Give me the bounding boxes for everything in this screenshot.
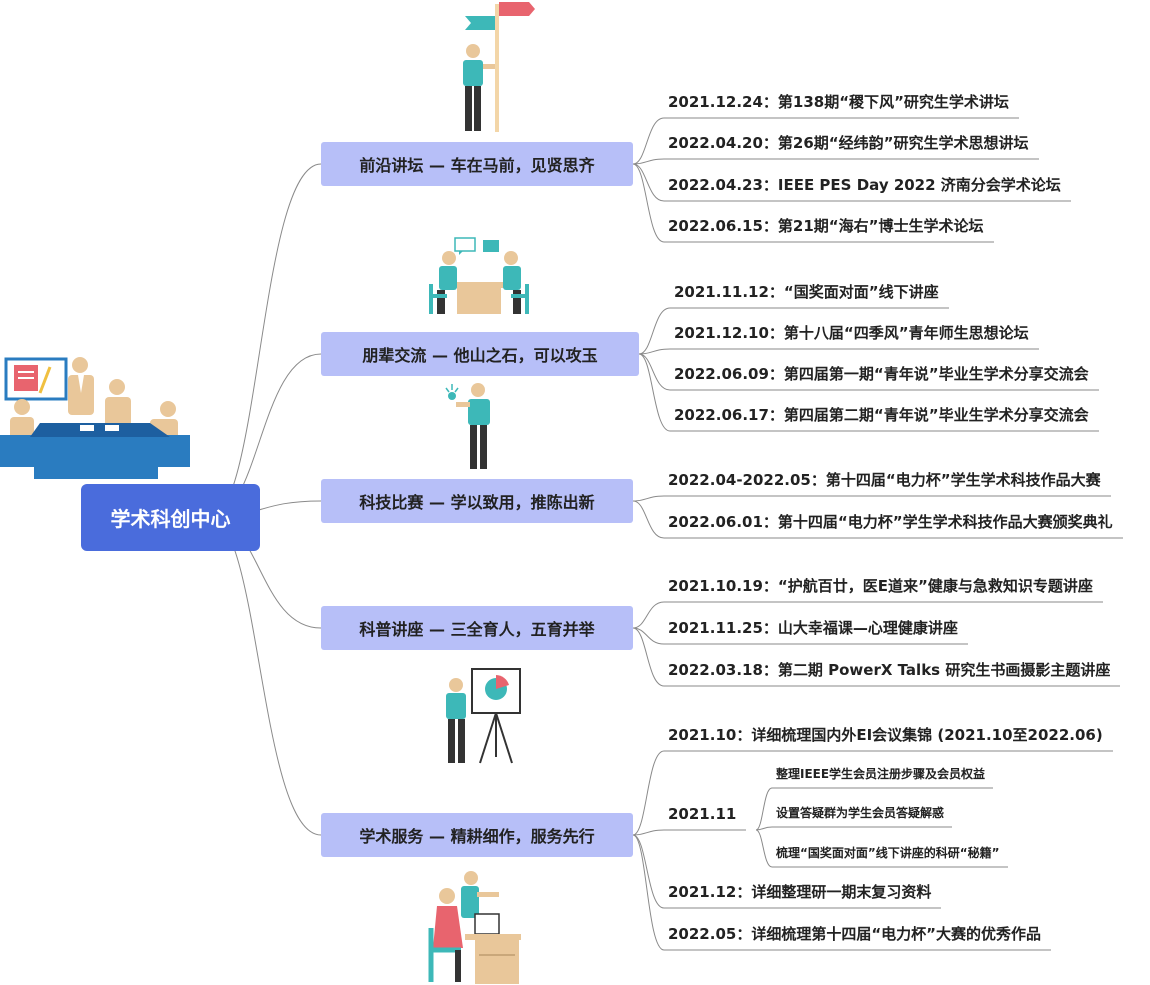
connector-curve: [632, 834, 665, 951]
leaf-item[interactable]: 2021.11: [668, 805, 737, 823]
branch-frontier-forum[interactable]: 前沿讲坛 — 车在马前，见贤思齐: [321, 142, 633, 186]
chat-illustration: [429, 237, 529, 314]
leaf-item[interactable]: 2021.10：详细梳理国内外EI会议集锦 (2021.10至2022.06): [668, 726, 1103, 744]
connector-curve: [638, 353, 671, 391]
leaf-item[interactable]: 2021.11.25：山大幸福课—心理健康讲座: [668, 619, 958, 637]
branch-tech-competition[interactable]: 科技比赛 — 学以致用，推陈出新: [321, 479, 633, 523]
leaf-item[interactable]: 2022.06.15：第21期“海右”博士生学术论坛: [668, 217, 984, 235]
leaf-item[interactable]: 2021.11.12：“国奖面对面”线下讲座: [674, 283, 939, 301]
meeting-illustration: [0, 357, 190, 479]
connector-curve: [632, 163, 665, 243]
connector-curve: [755, 787, 773, 831]
idea-person-illustration: [445, 383, 490, 469]
sub-leaf-item[interactable]: 整理IEEE学生会员注册步骤及会员权益: [776, 767, 986, 781]
presentation-illustration: [446, 668, 521, 764]
connector-curve: [638, 353, 671, 432]
connector-curve: [632, 750, 665, 836]
leaf-item[interactable]: 2022.04.23：IEEE PES Day 2022 济南分会学术论坛: [668, 176, 1061, 194]
connector-curve: [755, 829, 773, 868]
connector-curve: [632, 829, 665, 836]
connector-curve: [638, 307, 671, 355]
leaf-item[interactable]: 2021.10.19：“护航百廿，医E道来”健康与急救知识专题讲座: [668, 577, 1093, 595]
connector-curve: [632, 163, 665, 202]
connector-curve: [638, 348, 671, 355]
leaf-item[interactable]: 2022.04.20：第26期“经纬韵”研究生学术思想讲坛: [668, 134, 1029, 152]
leaf-item[interactable]: 2022.04-2022.05：第十四届“电力杯”学生学术科技作品大赛: [668, 471, 1101, 489]
connector-curve: [632, 117, 665, 165]
leaf-item[interactable]: 2022.06.01：第十四届“电力杯”学生学术科技作品大赛颁奖典礼: [668, 513, 1113, 531]
connector-curve: [209, 163, 322, 518]
connector-curve: [632, 834, 665, 909]
leaf-item[interactable]: 2021.12.10：第十八届“四季风”青年师生思想论坛: [674, 324, 1029, 342]
office-work-illustration: [428, 871, 521, 984]
branch-science-lecture[interactable]: 科普讲座 — 三全育人，五育并举: [321, 606, 633, 650]
connector-curve: [632, 495, 665, 502]
leaf-item[interactable]: 2022.03.18：第二期 PowerX Talks 研究生书画摄影主题讲座: [668, 661, 1111, 679]
branch-academic-service[interactable]: 学术服务 — 精耕细作，服务先行: [321, 813, 633, 857]
sub-leaf-item[interactable]: 梳理“国奖面对面”线下讲座的科研“秘籍”: [776, 846, 1000, 860]
leaf-item[interactable]: 2022.06.09：第四届第一期“青年说”毕业生学术分享交流会: [674, 365, 1089, 383]
leaf-item[interactable]: 2021.12：详细整理研一期末复习资料: [668, 883, 932, 901]
connector-curve: [632, 158, 665, 165]
branch-peer-exchange[interactable]: 朋辈交流 — 他山之石，可以攻玉: [321, 332, 639, 376]
sub-leaf-item[interactable]: 设置答疑群为学生会员答疑解惑: [776, 806, 945, 820]
root-node[interactable]: 学术科创中心: [81, 484, 260, 551]
leaf-item[interactable]: 2022.06.17：第四届第二期“青年说”毕业生学术分享交流会: [674, 406, 1089, 424]
connector-curve: [755, 826, 773, 831]
leaf-item[interactable]: 2021.12.24：第138期“稷下风”研究生学术讲坛: [668, 93, 1009, 111]
connector-curve: [632, 627, 665, 645]
leaf-item[interactable]: 2022.05：详细梳理第十四届“电力杯”大赛的优秀作品: [668, 925, 1042, 943]
connector-curve: [632, 627, 665, 687]
connector-curve: [632, 500, 665, 539]
flag-person-illustration: [463, 2, 535, 132]
connector-curve: [632, 601, 665, 629]
connector-curve: [209, 517, 322, 836]
